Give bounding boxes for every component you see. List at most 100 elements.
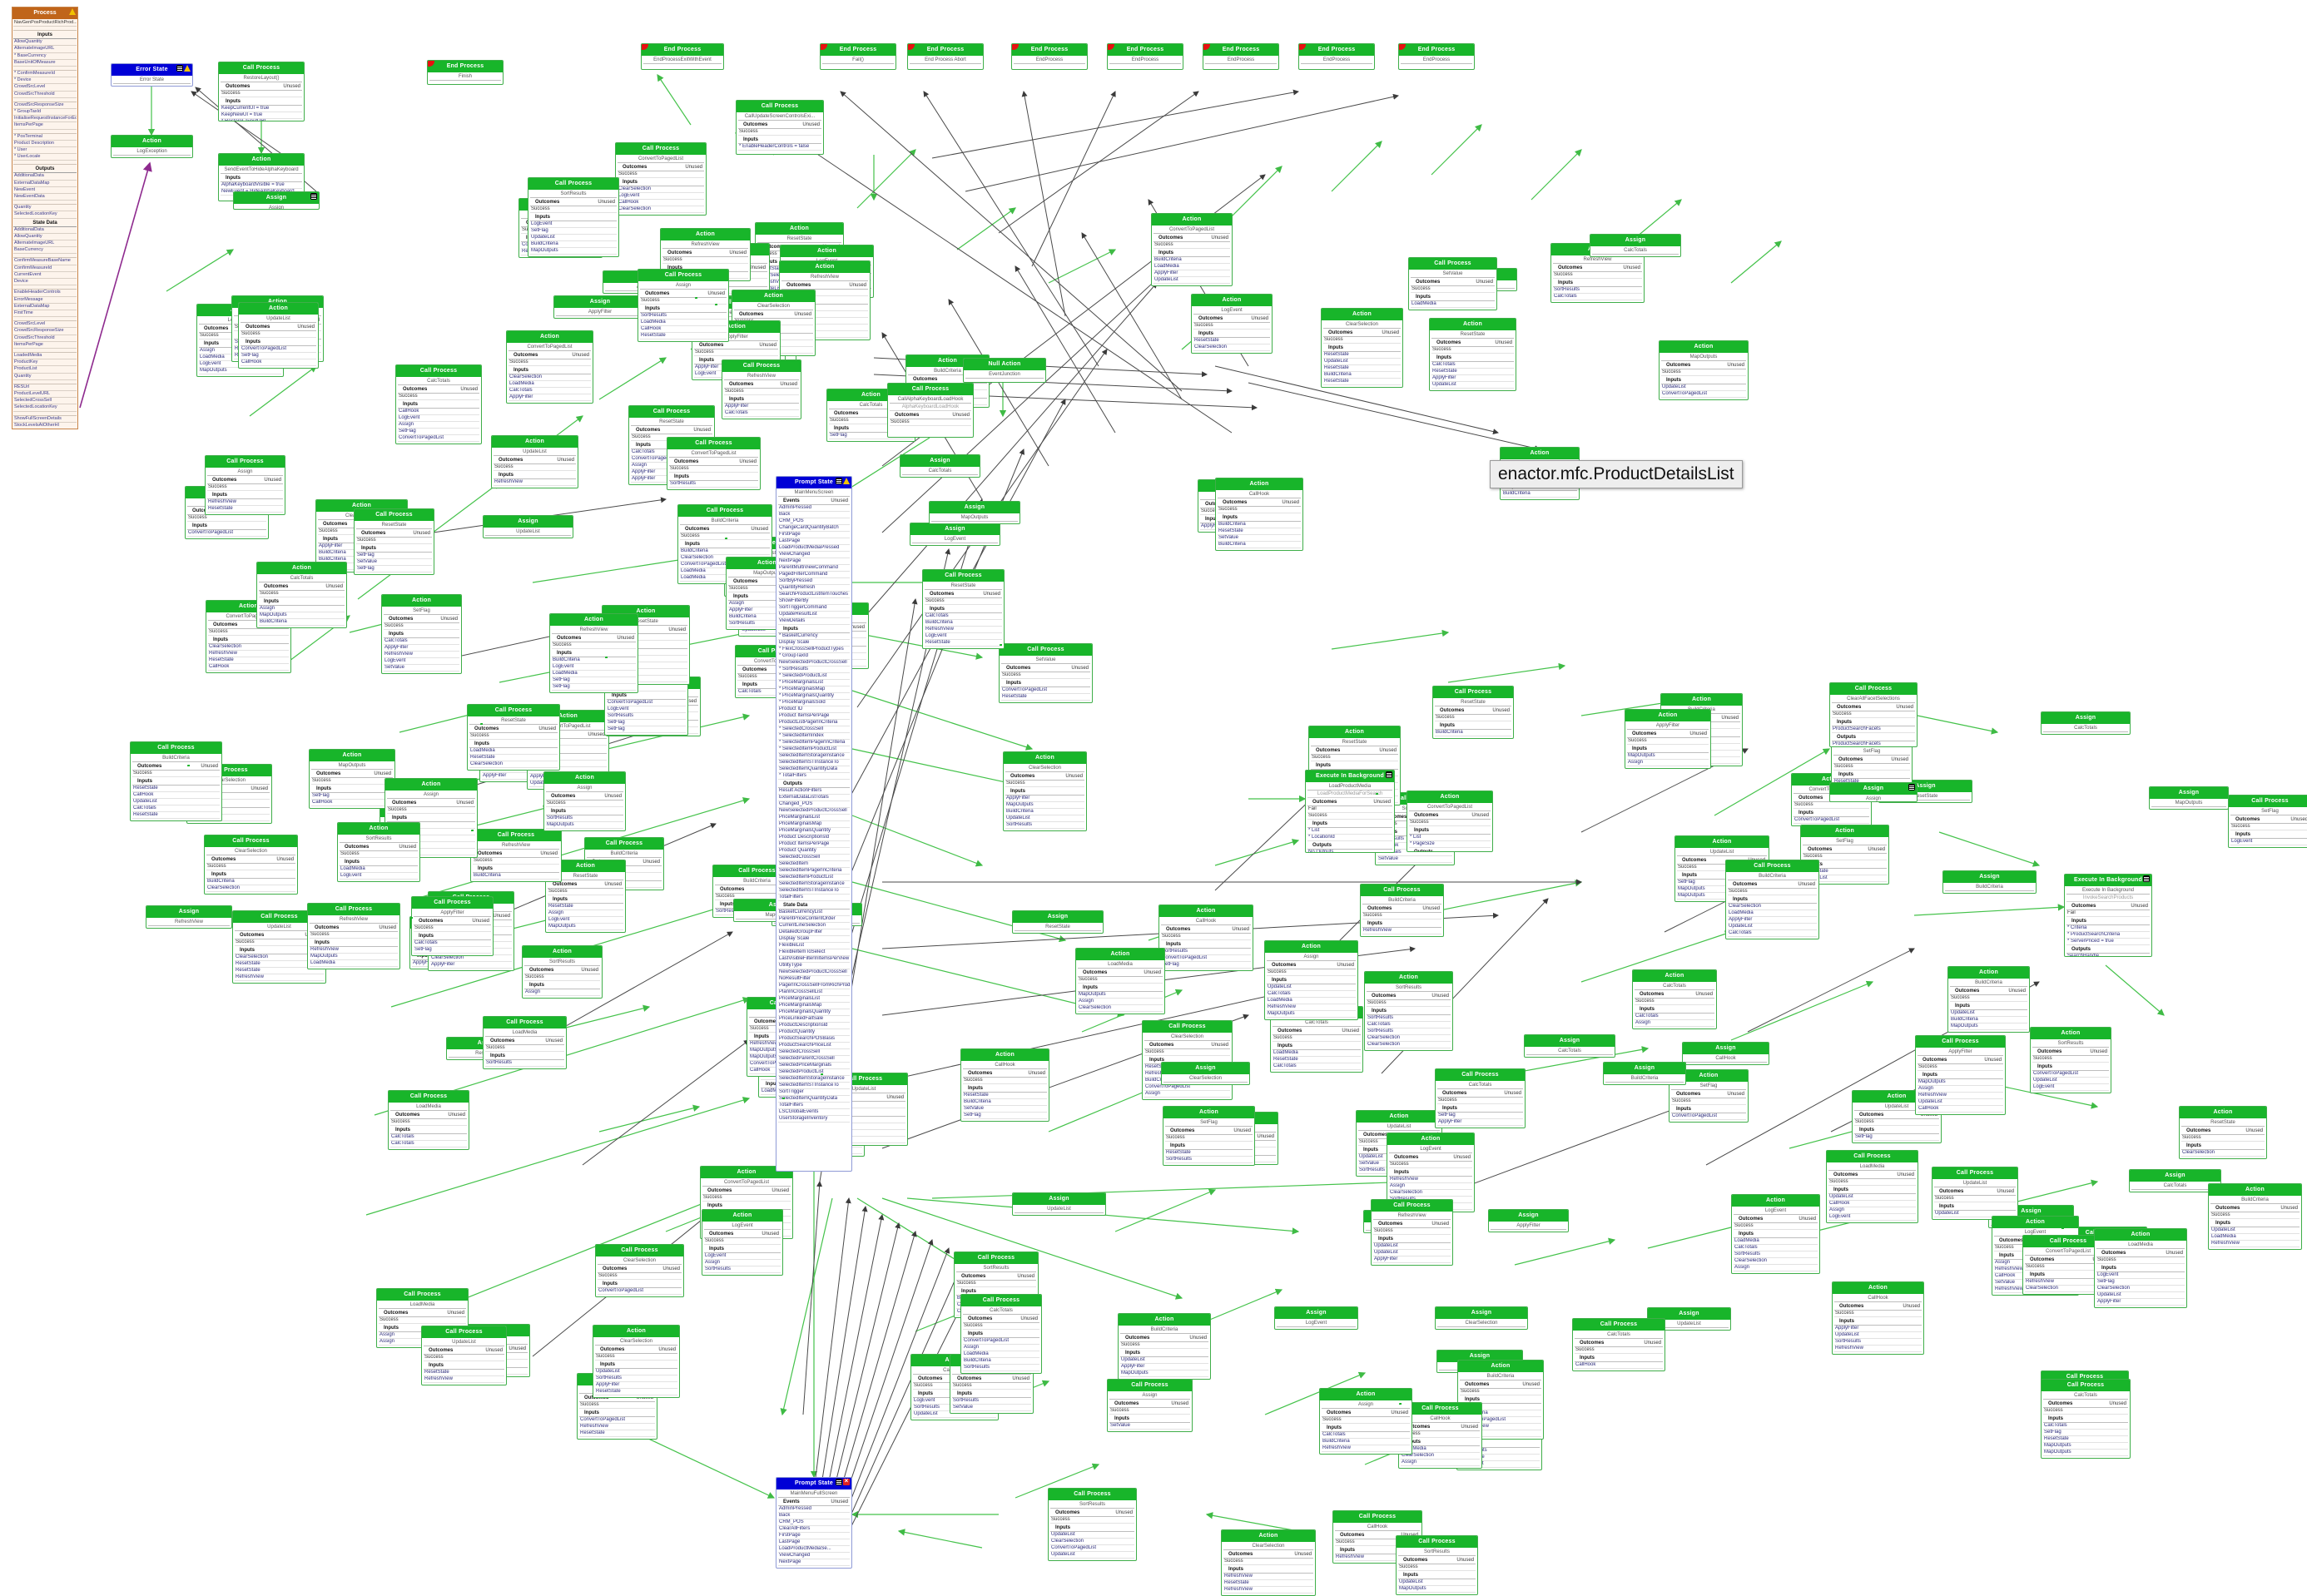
node-header[interactable]: Call Process — [1000, 644, 1092, 656]
node-header[interactable]: Assign — [484, 516, 573, 528]
node-header[interactable]: Action — [1732, 1195, 1819, 1207]
node-header[interactable]: Assign — [1489, 1210, 1568, 1222]
node-header[interactable]: Action — [661, 229, 750, 240]
node-header[interactable]: Call Process — [528, 178, 618, 190]
node-header[interactable]: Execute In Background — [1306, 771, 1394, 782]
node-header[interactable]: End Process — [1399, 44, 1474, 56]
node-header[interactable]: Action — [112, 136, 192, 147]
node-header[interactable]: Action — [1948, 967, 2029, 979]
node-header[interactable]: Call Process — [722, 360, 801, 372]
node-header[interactable]: Assign — [1013, 1193, 1105, 1205]
node-header[interactable]: Call Process — [1397, 1536, 1477, 1548]
node-header[interactable]: Call Process — [888, 384, 973, 395]
node-header[interactable]: Action — [1322, 309, 1402, 320]
layout-icon[interactable] — [1386, 771, 1392, 778]
node-header[interactable]: Execute In Background — [2065, 875, 2151, 886]
node-header[interactable]: End Process — [642, 44, 723, 56]
node-header[interactable]: Call Process — [1436, 1069, 1525, 1081]
node-header[interactable]: Action — [523, 946, 602, 958]
node-header[interactable]: Action — [219, 154, 304, 166]
node-header[interactable]: Assign — [234, 192, 319, 204]
node-header[interactable]: Assign — [1683, 1043, 1769, 1054]
node-header[interactable]: Call Process — [471, 830, 561, 841]
node-header[interactable]: Assign — [1525, 1035, 1615, 1047]
node-header[interactable]: Action — [1387, 1133, 1474, 1145]
node-header[interactable]: Call Process — [1827, 1151, 1918, 1162]
node-header[interactable]: Call Process — [1573, 1319, 1665, 1331]
node-header[interactable]: Action — [1501, 448, 1579, 459]
node-header[interactable]: Call Process — [1409, 258, 1496, 270]
node-header[interactable]: Action — [756, 223, 843, 235]
node-header[interactable]: Action — [1309, 726, 1400, 738]
node-header[interactable]: Call Process — [638, 270, 728, 281]
node-header[interactable]: Action — [507, 331, 593, 343]
node-header[interactable]: Assign — [1013, 911, 1103, 923]
node-header[interactable]: Action — [338, 823, 419, 835]
node-header[interactable]: Call Process — [468, 705, 559, 716]
node-header[interactable]: Action — [1833, 1282, 1923, 1294]
node-header[interactable]: Action — [1675, 836, 1769, 848]
node-header[interactable]: Call Process — [205, 835, 297, 847]
node-header[interactable]: Action — [310, 750, 394, 761]
node-header[interactable]: Call Process — [585, 838, 663, 850]
node-header[interactable]: Call Process — [2042, 1380, 2130, 1391]
node-header[interactable]: Action — [1365, 972, 1452, 984]
layout-icon[interactable] — [176, 65, 183, 72]
node-header[interactable]: Call Process — [412, 897, 493, 909]
node-header[interactable]: Call Process — [1361, 885, 1443, 896]
node-header[interactable]: Action — [1801, 825, 1888, 837]
node-header[interactable]: Call Process — [422, 1326, 506, 1338]
node-header[interactable]: Call Process — [667, 438, 760, 449]
node-header[interactable]: Call Process — [1108, 1380, 1192, 1391]
node-header[interactable]: Call Process — [1143, 1021, 1232, 1033]
node-header[interactable]: Call Process — [484, 1017, 566, 1028]
node-header[interactable]: End Process — [1203, 44, 1278, 56]
node-header[interactable]: Prompt State — [776, 1478, 851, 1489]
